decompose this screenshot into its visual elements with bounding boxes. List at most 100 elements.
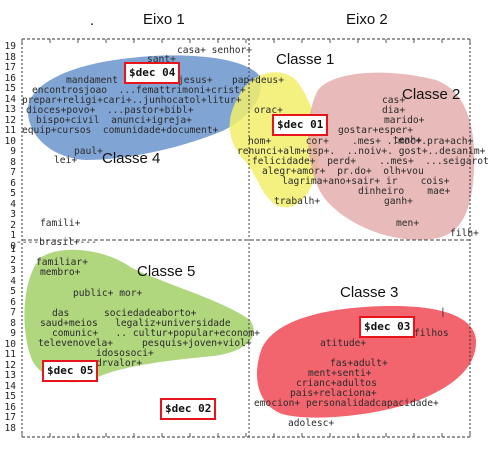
- y-tick-label: 9: [10, 146, 16, 157]
- word-label: emocion+ personalidadcapacidade+: [254, 398, 439, 409]
- word-label: lagrima+ano+sair+ ir cois+: [282, 176, 450, 187]
- bottom-ruler: [21, 433, 471, 437]
- y-tick-label: 5: [10, 286, 16, 297]
- word-label: membro+: [40, 267, 81, 278]
- word-label: marido+: [384, 115, 425, 126]
- dec-02-marker: $dec 02: [160, 398, 217, 420]
- y-tick-label: 3: [10, 265, 16, 276]
- word-label: trabalh+: [274, 196, 321, 207]
- dec-02-label: $dec 02: [165, 402, 212, 415]
- axis-separator: .: [90, 12, 95, 29]
- word-label: cas+: [382, 95, 406, 106]
- y-tick-label: 1: [10, 230, 16, 241]
- word-label: alegr+amor+ pr.do+ olh+vou: [262, 166, 424, 177]
- y-tick-label: 17: [4, 62, 16, 73]
- word-label: fas+adult+: [330, 358, 388, 369]
- y-tick-label: 4: [10, 198, 16, 210]
- word-label: drvalor+: [96, 358, 143, 369]
- dec-05-marker: $dec 05: [42, 360, 99, 382]
- y-tick-label: 12: [4, 114, 16, 126]
- y-tick-label: 17: [4, 412, 16, 423]
- y-tick-label: 2: [10, 254, 16, 266]
- classe3-region: [256, 306, 476, 418]
- top-ruler: [21, 39, 471, 43]
- word-label: ----brasil+---: [16, 237, 97, 248]
- y-tick-label: 7: [10, 167, 16, 178]
- word-label: equip+cursos comunidade+document+: [22, 125, 219, 136]
- word-label: lei+: [54, 155, 78, 166]
- axis-2-title: Eixo 2: [346, 11, 388, 28]
- word-label: sant+: [147, 54, 176, 65]
- word-label: filh+: [450, 228, 479, 239]
- y-tick-label: 10: [4, 135, 16, 147]
- word-label: gostar+esper+: [338, 125, 414, 136]
- word-label: das sociedadeaborto+: [52, 308, 197, 319]
- word-label: familiar+: [36, 257, 88, 268]
- y-tick-label: 4: [10, 275, 16, 287]
- y-tick-label: 18: [4, 51, 16, 63]
- word-label: saud+meios legaliz+universidade: [40, 318, 231, 329]
- y-tick-label: 9: [10, 328, 16, 339]
- dec-03-marker: $dec 03: [359, 316, 416, 338]
- word-label: adolesc+: [288, 418, 335, 429]
- dec-01-marker: $dec 01: [272, 114, 329, 136]
- dec-04-marker: $dec 04: [124, 62, 181, 84]
- classe-2-label: Classe 2: [402, 86, 461, 103]
- y-tick-label: 8: [10, 317, 16, 329]
- word-label: pap+deus+: [232, 75, 284, 86]
- y-tick-label: 13: [4, 370, 16, 381]
- y-tick-label: 8: [10, 156, 16, 168]
- word-label: famili+: [40, 218, 81, 229]
- word-label: dioces+povo+ ...pastor+bibl+: [26, 105, 194, 116]
- y-tick-label: 16: [4, 401, 16, 413]
- y-tick-label: 14: [4, 380, 16, 392]
- y-tick-label: 0: [10, 240, 16, 252]
- classe4-region: [27, 55, 261, 160]
- word-label: prepar+religi+cari+..junhocatol+litur+: [22, 95, 242, 106]
- word-label: bispo+civil anunci+igreja+: [36, 115, 192, 126]
- dec-05-label: $dec 05: [47, 364, 94, 377]
- y-tick-label: 19: [4, 41, 16, 52]
- y-tick-label: 12: [4, 359, 16, 371]
- word-label: mandament: [66, 75, 118, 86]
- word-label: dinheiro mae+: [358, 186, 451, 197]
- y-tick-label: 7: [10, 307, 16, 318]
- word-label: renunci+alm+esp+. ..noiv+. gost+..desani…: [237, 146, 486, 157]
- word-label: encontrosjoao ...femattrimoni+crist+: [32, 85, 246, 96]
- classe-3-label: Classe 3: [340, 284, 399, 301]
- y-tick-label: 6: [10, 296, 16, 308]
- word-label: paul+: [74, 146, 103, 157]
- word-label: public+ mor+: [73, 288, 143, 299]
- axis-1-title: Eixo 1: [143, 11, 185, 28]
- word-label: felicidade+ perd+ ..mes+ ...seigarot: [252, 156, 489, 167]
- classe-1-label: Classe 1: [276, 51, 335, 68]
- word-label: crianc+adultos: [296, 378, 377, 389]
- y-tick-label: 11: [4, 125, 16, 136]
- word-label: idososoci+: [96, 348, 154, 359]
- classe1-region: [229, 72, 319, 208]
- y-tick-label: 2: [10, 219, 16, 231]
- y-tick-label: 6: [10, 177, 16, 189]
- word-label: orac+: [254, 105, 283, 116]
- word-label: pais+relaciona+: [290, 388, 377, 399]
- classe5-region: [24, 249, 254, 383]
- dec-03-label: $dec 03: [364, 320, 411, 333]
- y-tick-label: 15: [4, 83, 16, 94]
- y-tick-label: 5: [10, 188, 16, 199]
- y-tick-label: 3: [10, 209, 16, 220]
- classe-4-label: Classe 4: [102, 150, 161, 167]
- word-label: tenh+: [393, 135, 422, 146]
- word-label: ment+senti+: [308, 368, 372, 379]
- word-label: comunic+ .. cultur+popular+econom+: [52, 328, 260, 339]
- word-label: atitude+: [320, 338, 367, 349]
- y-tick-label: 13: [4, 104, 16, 115]
- dec-01-label: $dec 01: [277, 118, 324, 131]
- word-label: televenovela+ pesquis+joven+viol+: [38, 338, 252, 349]
- y-tick-label: 18: [4, 422, 16, 434]
- tick-mark-glyph: |: [440, 307, 446, 318]
- word-label: filhos: [414, 328, 449, 339]
- y-tick-label: 15: [4, 391, 16, 402]
- dec-04-label: $dec 04: [129, 66, 176, 79]
